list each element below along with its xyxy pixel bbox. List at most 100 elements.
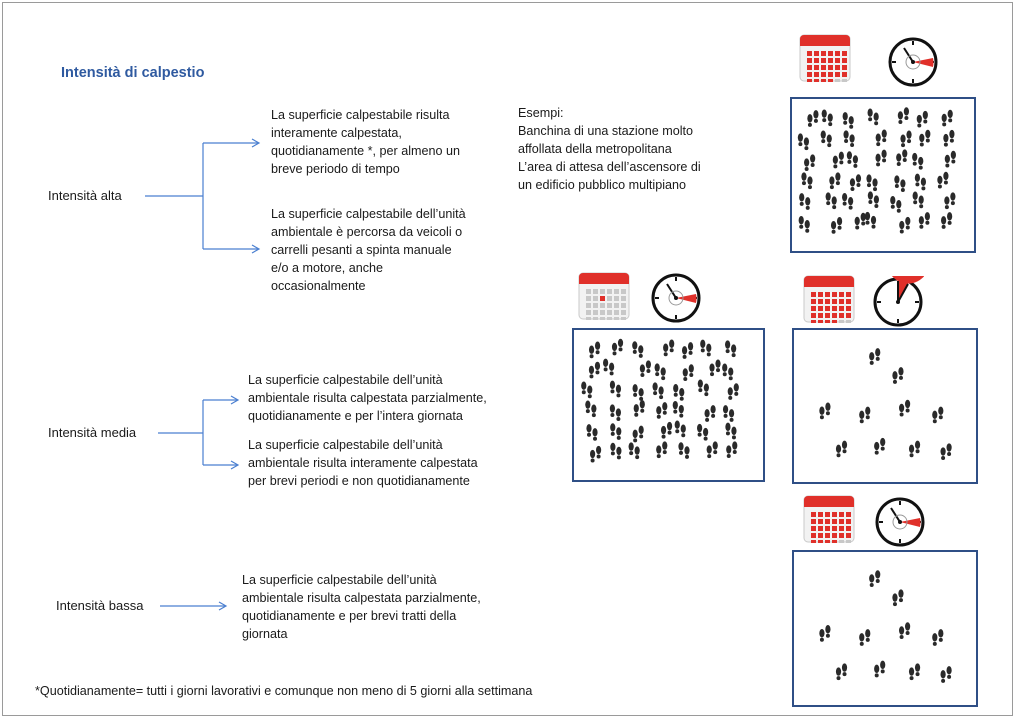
footprints-icon: [797, 107, 956, 234]
text-line: interamente calpestata,: [271, 126, 402, 140]
footprint-pair: [722, 405, 735, 422]
footprint-pair: [897, 107, 910, 124]
footprint-pair: [632, 341, 644, 358]
footprint-pair: [908, 663, 921, 681]
footprints-icon: [581, 338, 739, 463]
footprint-pair: [943, 129, 955, 147]
footprint-pair: [700, 339, 712, 357]
footprint-pair: [919, 129, 931, 147]
footprint-pair: [892, 367, 904, 384]
text-line: ambientale risulta interamente calpestat…: [248, 456, 478, 470]
footnote: *Quotidianamente= tutti i giorni lavorat…: [35, 684, 533, 698]
footprint-pair: [727, 383, 739, 400]
page-title: Intensità di calpestio: [61, 65, 205, 81]
footprint-pair: [849, 174, 862, 191]
footprint-pair: [609, 404, 621, 422]
footprint-pair: [654, 363, 666, 381]
footprint-pair: [912, 152, 924, 170]
text-line: ambientale risulta calpestata parzialmen…: [242, 591, 481, 605]
footprint-pair: [588, 341, 601, 359]
level-label-bassa: Intensità bassa: [56, 598, 144, 613]
footprint-pair: [610, 442, 622, 460]
footprint-pair: [674, 420, 686, 438]
footprint-pair: [628, 442, 640, 460]
level-label-media: Intensità media: [48, 425, 137, 440]
footprint-pair: [842, 192, 854, 210]
alta-description-1: La superficie calpestabile risulta inter…: [271, 106, 511, 178]
footprint-pair: [697, 379, 709, 397]
text-line: La superficie calpestabile risulta: [271, 108, 450, 122]
text-line: quotidianamente *, per almeno un: [271, 144, 461, 158]
footprint-pair: [869, 570, 881, 587]
calendar-icon: [799, 32, 851, 87]
footprint-pair: [918, 212, 930, 229]
footprint-pair: [875, 149, 887, 167]
footprint-pair: [799, 193, 811, 210]
level-label-alta: Intensità alta: [48, 188, 122, 203]
examples-block: Esempi: Banchina di una stazione molto a…: [518, 104, 758, 194]
text-line: La superficie calpestabile dell’unità: [248, 373, 443, 387]
footprint-pair: [874, 437, 886, 455]
footprint-pair: [944, 192, 956, 210]
text-line: L’area di attesa dell’ascensore di: [518, 160, 701, 174]
calendar-icon: [578, 270, 630, 325]
footprint-pair: [633, 400, 645, 417]
footprint-pair: [843, 130, 855, 148]
footprint-pair: [725, 422, 737, 440]
footprint-pair: [819, 625, 831, 642]
calendar-icon: [803, 273, 855, 328]
footprint-pair: [899, 216, 911, 234]
footprint-pair: [908, 440, 921, 458]
text-line: quotidianamente e per l’intera giornata: [248, 409, 463, 423]
footprint-pair: [875, 129, 887, 147]
footprint-pair: [832, 151, 844, 169]
footprint-pair: [932, 406, 944, 424]
footprint-pair: [890, 196, 902, 213]
footprint-pair: [846, 151, 858, 168]
clock-icon: [650, 272, 702, 329]
footprint-pair: [726, 441, 738, 459]
footprint-pair: [937, 171, 949, 189]
clock-icon: [872, 241, 930, 333]
footprints-panel: [792, 550, 978, 707]
footprint-pair: [866, 174, 878, 192]
footprint-pair: [632, 425, 644, 443]
clock-icon: [887, 36, 939, 93]
text-line: quotidianamente e per brevi tratti della: [242, 609, 457, 623]
alta-description-2: La superficie calpestabile dell’unità am…: [271, 205, 511, 295]
footprint-pair: [864, 211, 877, 229]
text-line: La superficie calpestabile dell’unità: [271, 207, 466, 221]
footprint-pair: [588, 361, 601, 379]
footprint-pair: [660, 421, 673, 439]
footprint-pair: [835, 440, 848, 458]
footprint-pair: [681, 342, 694, 359]
footprint-pair: [673, 384, 685, 401]
media-description-2: La superficie calpestabile dell’unità am…: [248, 436, 548, 490]
footprint-pair: [632, 384, 644, 401]
footprint-pair: [672, 400, 684, 418]
footprint-pair: [896, 149, 908, 167]
footprint-pair: [611, 338, 624, 356]
footprint-pair: [941, 212, 953, 229]
footprint-pair: [867, 108, 879, 126]
footprint-pair: [656, 402, 668, 419]
footprint-pair: [899, 622, 911, 639]
footprint-pair: [859, 406, 871, 424]
footprint-pair: [894, 175, 906, 193]
footprint-pair: [581, 381, 593, 399]
footprint-pair: [820, 130, 832, 148]
text-line: per brevi periodi e non quotidianamente: [248, 474, 470, 488]
text-line: affollata della metropolitana: [518, 142, 672, 156]
text-line: Banchina di una stazione molto: [518, 124, 694, 138]
footprint-pair: [586, 424, 598, 441]
footprint-pair: [821, 109, 833, 127]
text-line: La superficie calpestabile dell’unità: [248, 438, 443, 452]
footprint-pair: [807, 110, 819, 127]
bassa-description: La superficie calpestabile dell’unità am…: [242, 571, 542, 643]
footprints-panel: [790, 97, 976, 253]
footprint-pair: [639, 360, 652, 378]
footprint-pair: [916, 110, 928, 128]
clock-icon: [874, 496, 926, 553]
text-line: La superficie calpestabile dell’unità: [242, 573, 437, 587]
